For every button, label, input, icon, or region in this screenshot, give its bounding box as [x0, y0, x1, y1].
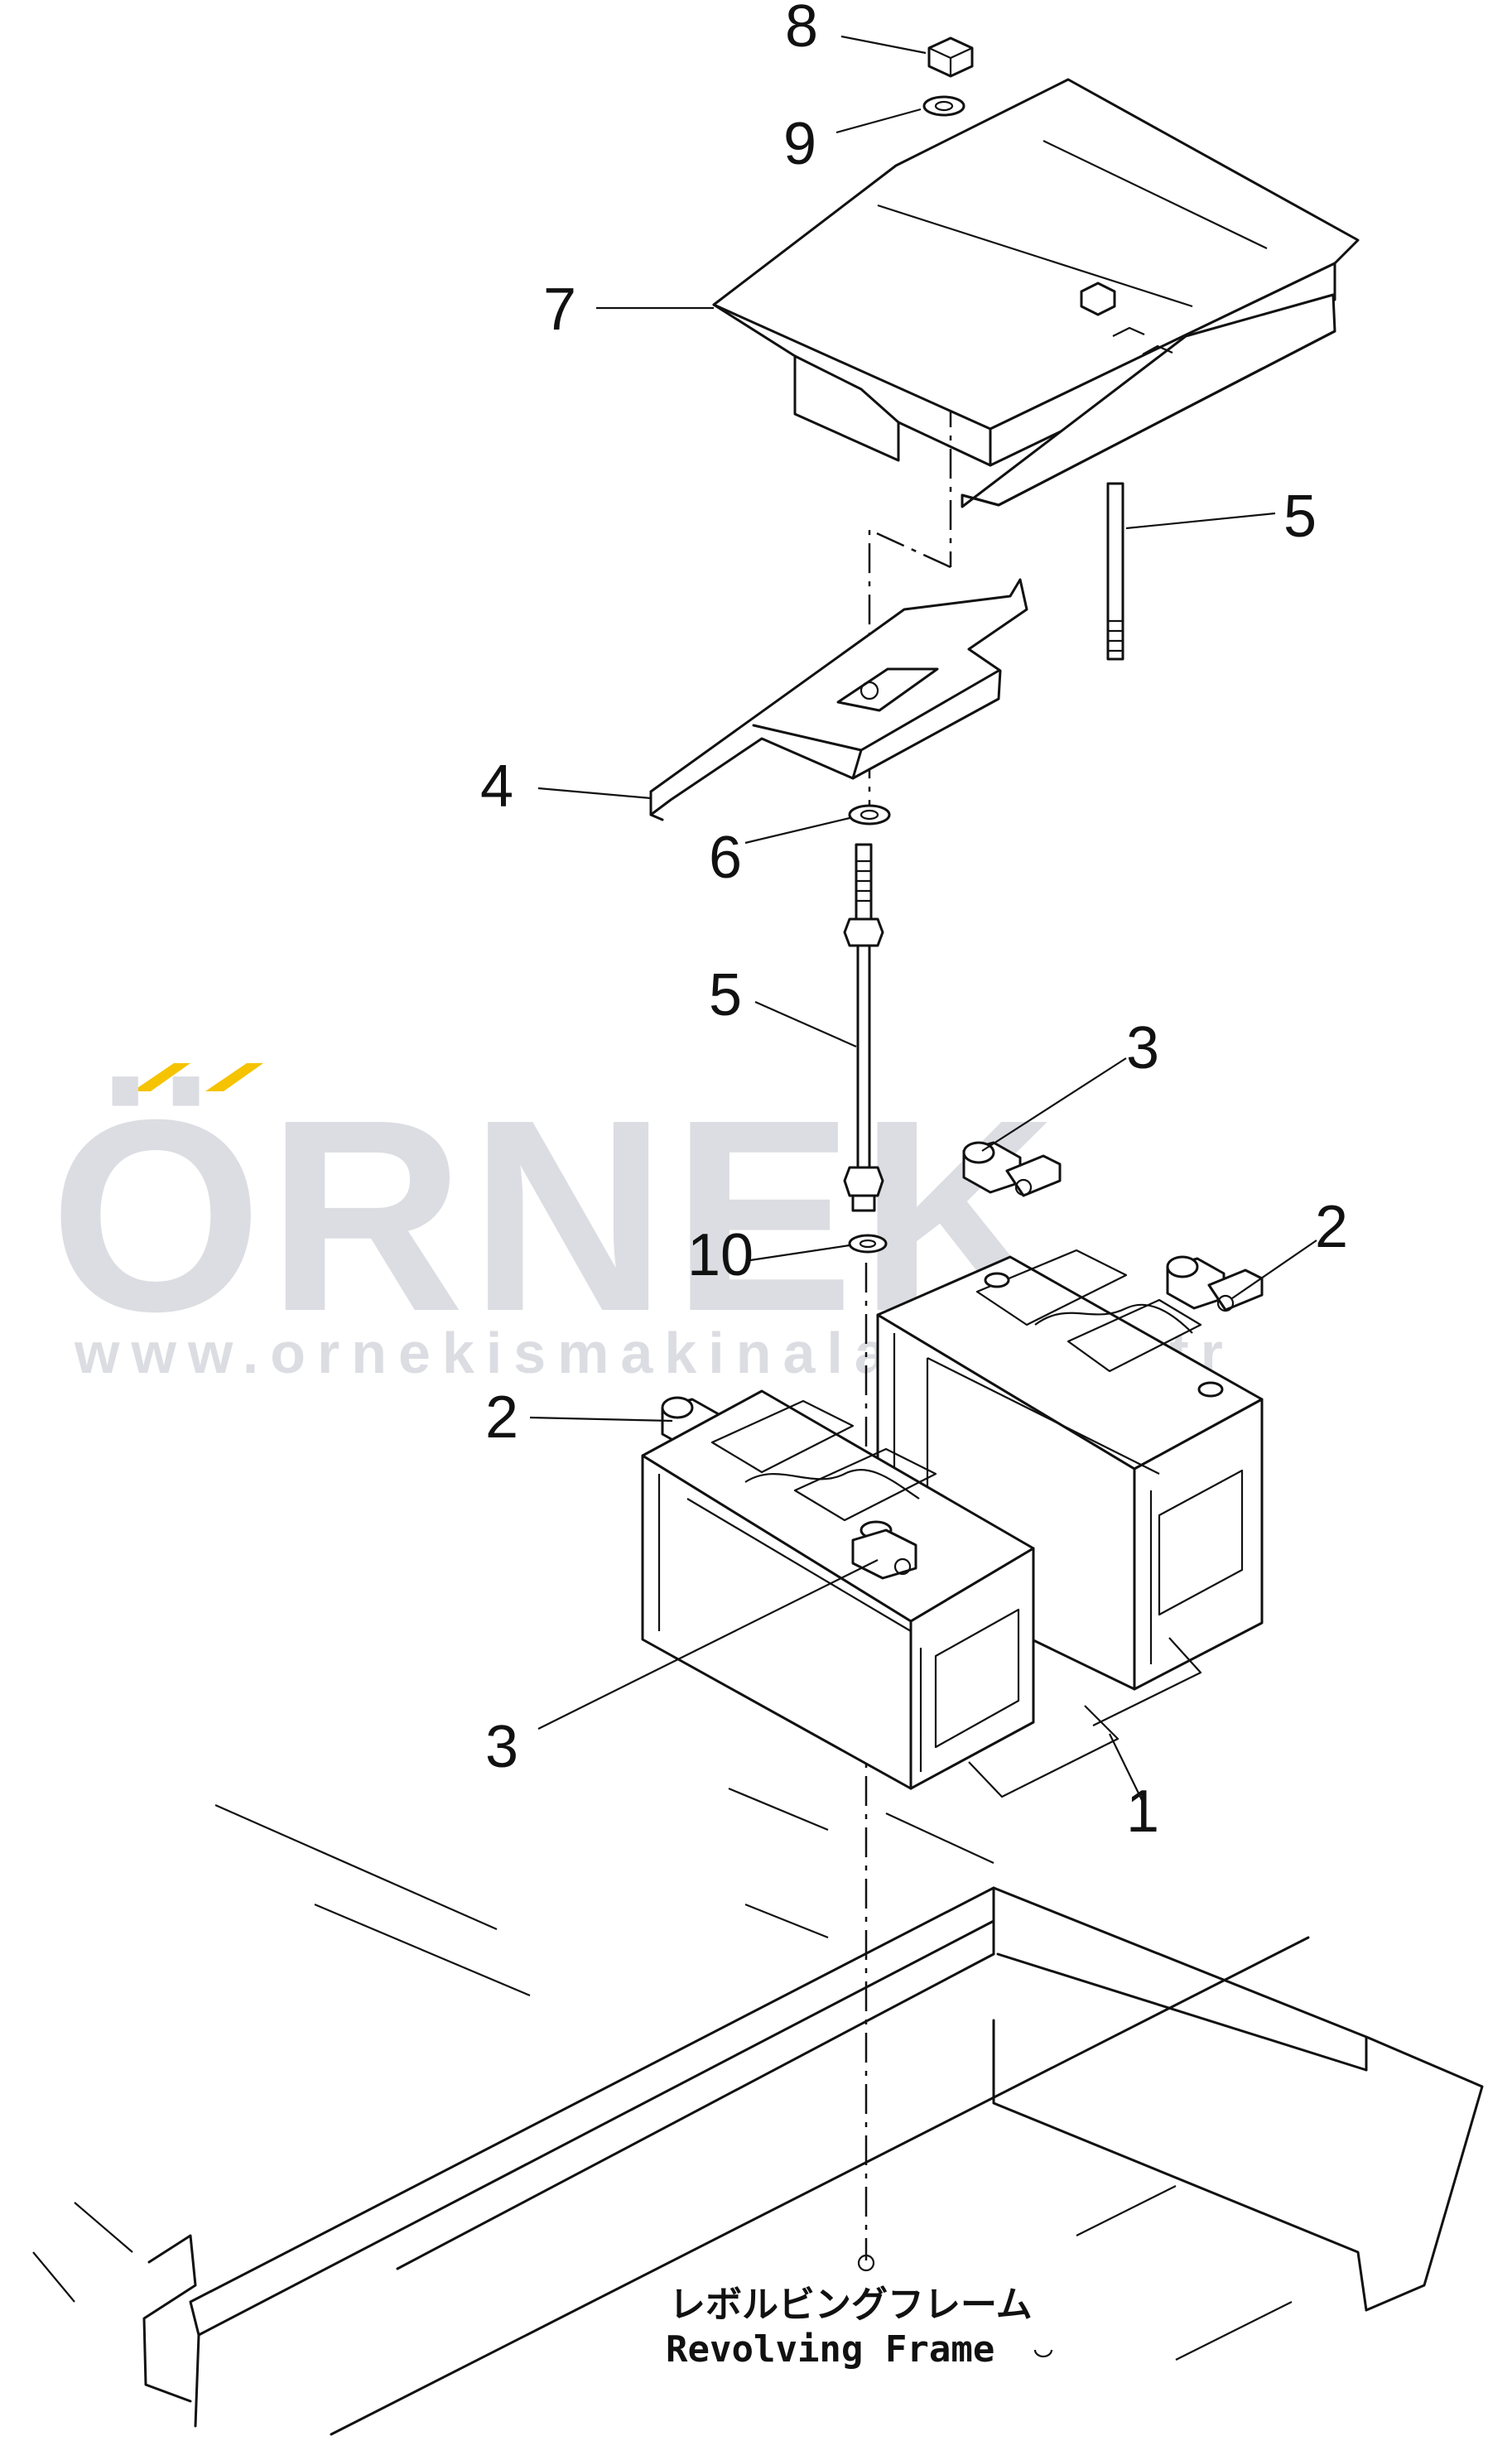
caption: レボルビングフレーム Revolving Frame — [654, 2279, 1053, 2378]
part-battery-cover — [712, 78, 1360, 508]
callouts: 8 9 7 5 4 6 5 3 2 10 2 3 1 — [480, 0, 1348, 1845]
callout-3-upper: 3 — [1126, 1015, 1159, 1081]
callout-8: 8 — [785, 0, 818, 60]
part-washer-middle — [848, 804, 891, 826]
callout-9: 9 — [783, 111, 816, 177]
part-battery-front — [641, 1389, 1035, 1790]
part-bracket — [649, 578, 1028, 821]
part-nut — [927, 36, 974, 78]
callout-7: 7 — [543, 277, 576, 343]
callout-5-lower: 5 — [709, 962, 742, 1028]
part-washer-lower — [848, 1234, 888, 1254]
callout-4: 4 — [480, 753, 513, 820]
callout-6: 6 — [709, 825, 742, 891]
watermark-accent-right — [205, 1063, 263, 1091]
part-washer-top — [922, 95, 965, 117]
part-stud-bolt-lower — [843, 843, 884, 1212]
callout-2-left: 2 — [485, 1384, 518, 1451]
leader-lines — [529, 35, 1317, 1803]
callout-2-right: 2 — [1315, 1194, 1348, 1260]
part-terminal-clamp-upper — [962, 1141, 1062, 1197]
watermark: ÖRNEK www.ornekismakinalari.com.tr — [50, 1062, 1223, 1385]
callout-10: 10 — [687, 1222, 754, 1288]
watermark-accent-left — [132, 1063, 190, 1091]
part-terminal-clamp-right — [1166, 1255, 1264, 1312]
callout-1: 1 — [1126, 1779, 1159, 1845]
revolving-frame — [32, 1787, 1484, 2436]
part-stud-bolt-upper — [1106, 482, 1124, 661]
callout-3-lower: 3 — [485, 1714, 518, 1780]
caption-mark-icon — [1033, 2349, 1053, 2358]
caption-english: Revolving Frame — [666, 2328, 994, 2371]
caption-japanese: レボルビングフレーム — [669, 2284, 1033, 2326]
callout-5-upper: 5 — [1283, 484, 1317, 550]
